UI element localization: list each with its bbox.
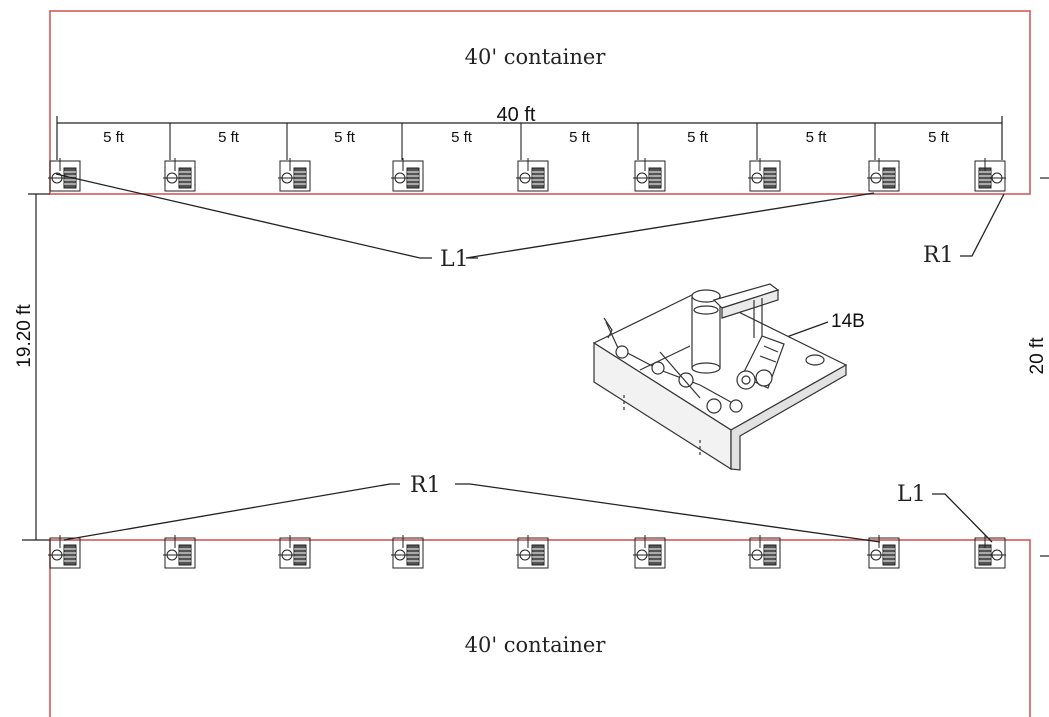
lift-unit — [278, 158, 311, 192]
segment-label: 5 ft — [806, 129, 828, 146]
callout-lines — [55, 173, 1005, 543]
top-container-label: 40' container — [465, 45, 607, 69]
robot-callout-label: 14B — [831, 311, 865, 332]
top-lift-row — [48, 158, 1006, 192]
left-gap-label: 19.20 ft — [14, 304, 35, 368]
lift-unit — [633, 158, 666, 192]
lift-unit — [867, 158, 900, 192]
overall-width-dimension — [56, 116, 1003, 160]
lift-unit — [278, 535, 311, 569]
segment-label: 5 ft — [103, 129, 125, 146]
callout-top-left-label: L1 — [440, 247, 469, 272]
segment-label: 5 ft — [569, 129, 591, 146]
lift-unit — [974, 158, 1006, 192]
overall-width-label: 40 ft — [497, 104, 536, 126]
lift-unit — [516, 158, 549, 192]
lift-unit — [391, 158, 424, 192]
segment-label: 5 ft — [687, 129, 709, 146]
bottom-container-outline — [49, 539, 1031, 717]
lift-unit — [516, 535, 549, 569]
callout-bottom-right-label: L1 — [897, 482, 926, 507]
lift-unit — [748, 535, 781, 569]
segment-label: 5 ft — [451, 129, 473, 146]
bottom-lift-row — [48, 535, 1006, 569]
lift-unit — [391, 535, 424, 569]
segment-dimensions: 5 ft 5 ft 5 ft 5 ft 5 ft 5 ft 5 ft 5 ft — [103, 123, 950, 160]
lift-unit — [974, 535, 1006, 569]
lift-unit — [163, 158, 196, 192]
lift-unit — [748, 158, 781, 192]
segment-label: 5 ft — [218, 129, 240, 146]
right-gap-label: 20 ft — [1027, 337, 1048, 375]
left-gap-dimension — [22, 193, 50, 541]
segment-label: 5 ft — [928, 129, 950, 146]
callout-bottom-center-label: R1 — [410, 473, 441, 498]
top-container-outline — [49, 10, 1031, 195]
lift-unit — [163, 535, 196, 569]
right-gap-dimension — [1040, 177, 1049, 557]
lift-unit — [633, 535, 666, 569]
callout-top-right-label: R1 — [923, 243, 954, 268]
robot-platform-illustration — [592, 283, 848, 471]
bottom-container-label: 40' container — [465, 633, 607, 657]
segment-label: 5 ft — [334, 129, 356, 146]
lift-unit — [867, 535, 900, 569]
lift-unit — [48, 535, 81, 569]
lift-unit — [48, 158, 81, 192]
